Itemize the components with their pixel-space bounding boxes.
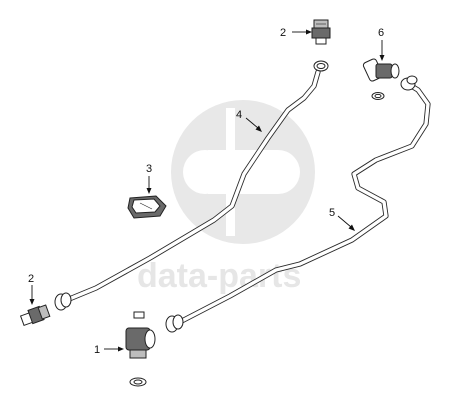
callout-2-left: 2 xyxy=(28,273,34,285)
callout-2-top: 2 xyxy=(280,27,286,39)
callout-1: 1 xyxy=(94,344,100,356)
leader-part-2-left xyxy=(29,285,35,305)
tube-nut-lower xyxy=(165,314,184,333)
tube-part-5 xyxy=(173,81,431,327)
leader-part-2-top xyxy=(292,29,312,35)
leader-part-3 xyxy=(146,176,152,194)
watermark-text: data-parts xyxy=(137,257,301,295)
connector-part-2-top xyxy=(311,19,331,45)
callout-5: 5 xyxy=(329,207,335,219)
callout-6: 6 xyxy=(378,27,384,39)
callout-4: 4 xyxy=(236,109,242,121)
leader-part-5 xyxy=(337,215,355,231)
leader-part-4 xyxy=(245,117,262,132)
tee-fitting-part-1 xyxy=(125,311,156,387)
tube-nut-lower-left xyxy=(54,292,72,311)
connector-part-2-left xyxy=(19,304,51,327)
tube-nut-top xyxy=(313,60,329,72)
clip-part-3 xyxy=(127,195,167,219)
elbow-connector-part-6 xyxy=(362,58,400,100)
leader-part-1 xyxy=(104,346,124,352)
tube-part-4 xyxy=(59,69,321,305)
callout-3: 3 xyxy=(146,163,152,175)
tube-nut-right xyxy=(400,75,418,91)
leader-part-6 xyxy=(379,40,385,61)
